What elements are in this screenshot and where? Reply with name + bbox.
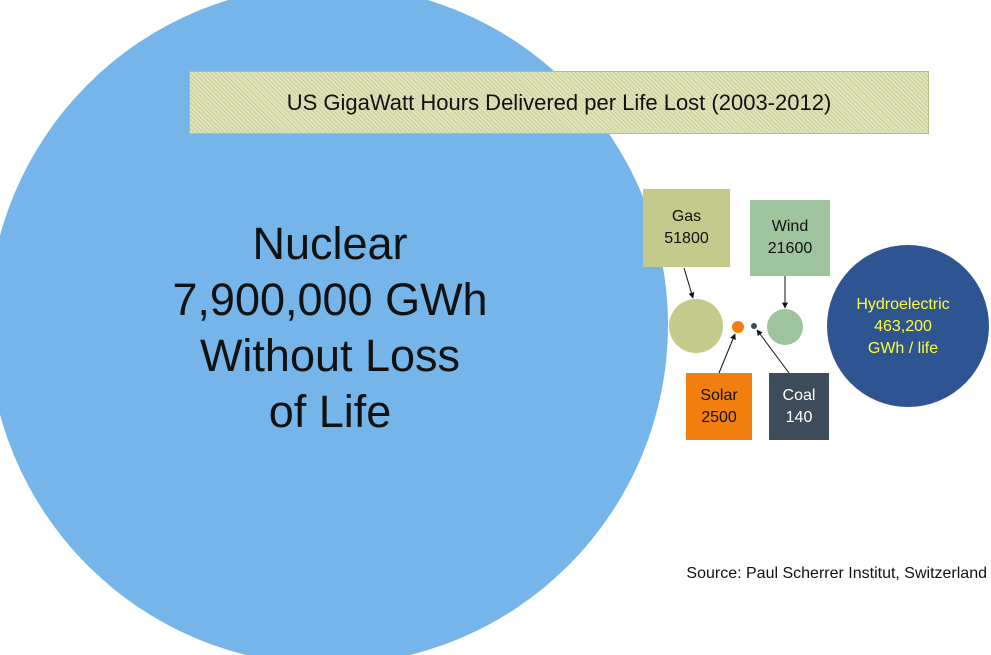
wind-label-box: Wind 21600 — [750, 200, 830, 276]
solar-connector — [718, 333, 736, 374]
solar-label-value: 2500 — [701, 408, 737, 426]
coal-connector — [756, 329, 790, 374]
gas-connector — [683, 267, 695, 299]
coal-bubble — [751, 323, 757, 329]
hydroelectric-bubble — [827, 245, 989, 407]
solar-label-box: Solar 2500 — [686, 373, 752, 440]
gas-label-value: 51800 — [664, 230, 709, 247]
nuclear-label-line: 7,900,000 GWh — [172, 274, 488, 325]
nuclear-label-line: Nuclear — [252, 218, 408, 269]
nuclear-label-line: of Life — [268, 386, 392, 437]
coal-label-name: Coal — [782, 386, 816, 404]
hydro-label-name: Hydroelectric — [856, 296, 950, 313]
nuclear-label-line: Without Loss — [199, 330, 461, 381]
hydro-label-value: 463,200 — [874, 318, 932, 335]
wind-label-value: 21600 — [767, 240, 813, 257]
solar-label-name: Solar — [700, 386, 738, 404]
coal-label-value: 140 — [785, 408, 813, 426]
gas-label-name: Gas — [671, 208, 702, 225]
solar-bubble — [732, 321, 744, 333]
coal-label-box: Coal 140 — [769, 373, 829, 440]
source-note: Source: Paul Scherrer Institut, Switzerl… — [686, 565, 987, 582]
nuclear-bubble — [0, 0, 668, 655]
chart-title: US GigaWatt Hours Delivered per Life Los… — [189, 71, 929, 134]
gas-label-box: Gas 51800 — [643, 189, 730, 267]
wind-bubble — [767, 309, 803, 345]
hydro-label-unit: GWh / life — [867, 340, 939, 357]
hydro-label: Hydroelectric 463,200 GWh / life — [828, 294, 978, 360]
wind-label-name: Wind — [771, 218, 809, 235]
nuclear-label: Nuclear 7,900,000 GWh Without Loss of Li… — [130, 216, 530, 440]
gas-bubble — [669, 299, 723, 353]
